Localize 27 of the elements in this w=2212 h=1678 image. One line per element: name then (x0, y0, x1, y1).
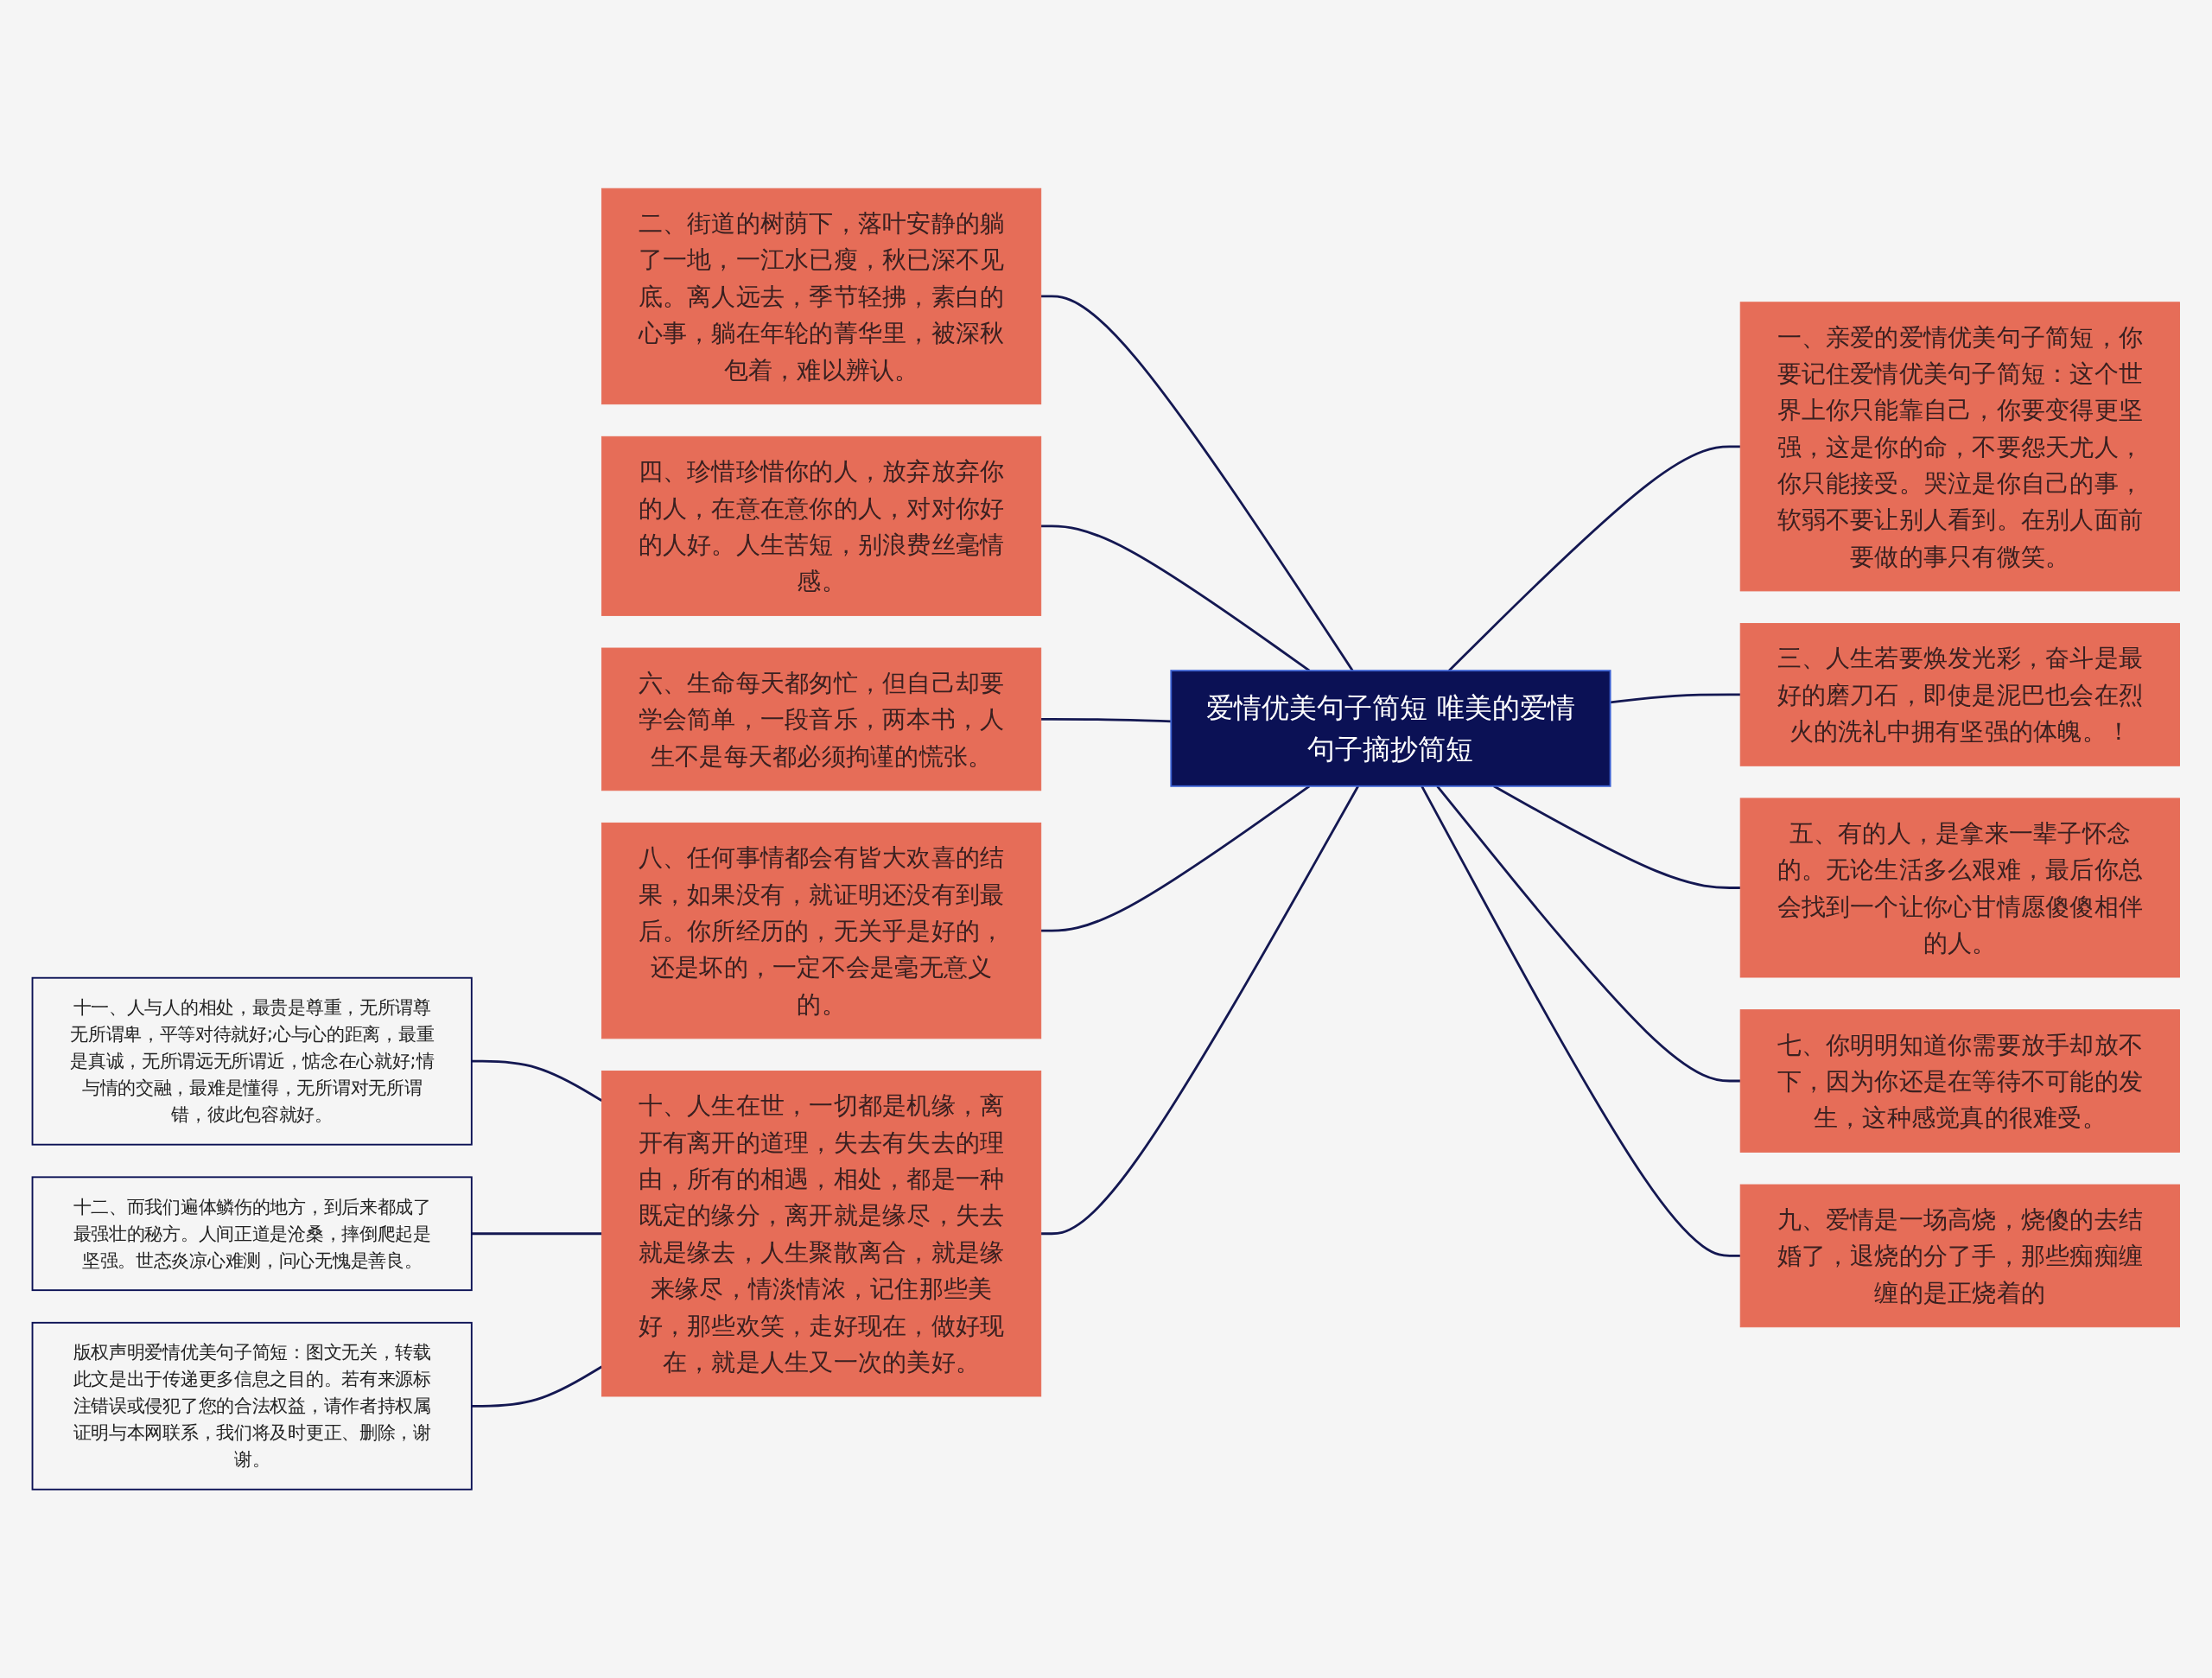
connector (1421, 785, 1741, 1257)
connector (1040, 524, 1311, 672)
connector (1436, 785, 1741, 1083)
connector (1040, 785, 1311, 932)
connector (1040, 718, 1172, 723)
node-box: 六、生命每天都匆忙，但自己却要学会简单，一段音乐，两本书，人生不是每天都必须拘谨的慌张。 (601, 647, 1042, 791)
connector (471, 1059, 603, 1102)
node-box: 三、人生若要焕发光彩，奋斗是最好的磨刀石，即使是泥巴也会在烈火的洗礼中拥有坚强的体魄。！ (1739, 623, 2180, 766)
connector (1040, 785, 1359, 1236)
node-box: 八、任何事情都会有皆大欢喜的结果，如果没有，就证明还没有到最后。你所经历的，无关乎是好的，还是坏的，一定不会是毫无意义的。 (601, 822, 1042, 1039)
node-box: 五、有的人，是拿来一辈子怀念的。无论生活多么艰难，最后你总会找到一个让你心甘情愿傻傻相伴的人。 (1739, 798, 2180, 978)
node-box: 九、爱情是一场高烧，烧傻的去结婚了，退烧的分了手，那些痴痴缠缠的是正烧着的 (1739, 1184, 2180, 1328)
connector (1493, 785, 1741, 889)
connector (471, 1365, 603, 1408)
node-box: 爱情优美句子简短 唯美的爱情句子摘抄简短 (1170, 670, 1611, 787)
connector (1040, 295, 1354, 671)
node-box: 版权声明爱情优美句子简短：图文无关，转载此文是出于传递更多信息之目的。若有来源标注错误或侵犯了您的合法权益，请作者持权属证明与本网联系，我们将及时更正、删除，谢谢。 (31, 1321, 473, 1490)
node-box: 一、亲爱的爱情优美句子简短，你要记住爱情优美句子简短：这个世界上你只能靠自己，你要变得更坚强，这是你的命，不要怨天尤人，你只能接受。哭泣是你自己的事，软弱不要让别人看到。在别人面前要做的事只有微笑。 (1739, 302, 2180, 592)
node-box: 十二、而我们遍体鳞伤的地方，到后来都成了最强壮的秘方。人间正道是沧桑，摔倒爬起是坚强。世态炎凉心难测，问心无愧是善良。 (31, 1176, 473, 1292)
connector (1610, 693, 1741, 704)
node-box: 十、人生在世，一切都是机缘，离开有离开的道理，失去有失去的理由，所有的相遇，相处，都是一种既定的缘分，离开就是缘尽，失去就是缘去，人生聚散离合，就是缘来缘尽，情淡情浓，记住那些美好，那些欢笑，走好现在，做好现在，就是人生又一次的美好。 (601, 1071, 1042, 1397)
connector (471, 1232, 602, 1236)
connector (1447, 445, 1741, 672)
node-box: 二、街道的树荫下，落叶安静的躺了一地，一江水已瘦，秋已深不见底。离人远去，季节轻拂，素白的心事，躺在年轮的菁华里，被深秋包着，难以辨认。 (601, 188, 1042, 405)
node-box: 七、你明明知道你需要放手却放不下，因为你还是在等待不可能的发生，这种感觉真的很难受。 (1739, 1009, 2180, 1153)
node-box: 十一、人与人的相处，最贵是尊重，无所谓尊无所谓卑，平等对待就好;心与心的距离，最重是真诚，无所谓远无所谓近，惦念在心就好;情与情的交融，最难是懂得，无所谓对无所谓错，彼此包容就好。 (31, 976, 473, 1146)
node-box: 四、珍惜珍惜你的人，放弃放弃你的人，在意在意你的人，对对你好的人好。人生苦短，别浪费丝毫情感。 (601, 435, 1042, 616)
